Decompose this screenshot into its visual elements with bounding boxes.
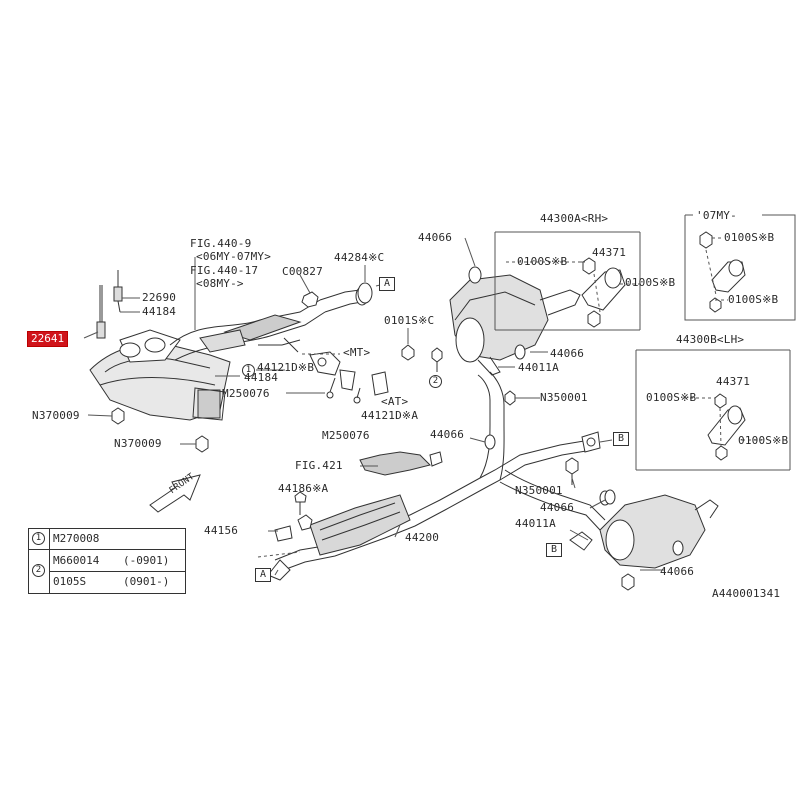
part-22690[interactable]: 22690 (142, 291, 177, 304)
label-fig440-9[interactable]: FIG.440-9 (190, 237, 252, 250)
part-44200[interactable]: 44200 (405, 531, 440, 544)
part-44066-d[interactable]: 44066 (540, 501, 575, 514)
part-44121db[interactable]: 44121D※B (257, 361, 315, 374)
muffler-lh (570, 490, 718, 590)
legend-row-divider (29, 549, 185, 550)
part-n350001-b[interactable]: N350001 (515, 484, 563, 497)
part-44011a-a[interactable]: 44011A (518, 361, 559, 374)
label-fig421[interactable]: FIG.421 (295, 459, 343, 472)
highlighted-part-22641[interactable]: 22641 (27, 331, 69, 347)
part-n350001-a[interactable]: N350001 (540, 391, 588, 404)
part-44371-a[interactable]: 44371 (592, 246, 627, 259)
front-arrow-icon (150, 475, 200, 512)
ref-box-a-bot[interactable]: A (255, 568, 271, 582)
ref-box-b-mid[interactable]: B (613, 432, 629, 446)
oxygen-sensor-lower (97, 285, 105, 338)
part-c00827[interactable]: C00827 (282, 265, 323, 278)
ref-box-a-top[interactable]: A (379, 277, 395, 291)
bracket-44300a (495, 232, 640, 330)
part-44300a[interactable]: 44300A<RH> (540, 212, 609, 225)
legend-row-subdivider (49, 571, 185, 572)
inset-title-07my: '07MY- (696, 209, 737, 222)
front-exhaust-pipe-assembly (90, 287, 368, 420)
part-0100sb-a[interactable]: 0100S※B (517, 255, 568, 268)
part-m250076-b[interactable]: M250076 (322, 429, 370, 442)
legend-table: 1 M270008 2 M660014 (-0901) 0105S (0901-… (28, 528, 186, 594)
part-44066-e[interactable]: 44066 (660, 565, 695, 578)
center-exhaust-pipe (268, 372, 610, 580)
part-n370009-a[interactable]: N370009 (32, 409, 80, 422)
dashed-references (258, 238, 762, 557)
tailpipe-tip-lh (708, 394, 745, 460)
part-44186a[interactable]: 44186※A (278, 482, 329, 495)
legend-row1-part: M270008 (53, 532, 100, 545)
gasket-44284 (358, 283, 372, 303)
bracket-44300b (636, 350, 790, 470)
part-44184-mid[interactable]: 44184 (244, 371, 279, 384)
callout-circle-1: 1 (242, 364, 255, 377)
oxygen-sensor-upper (114, 270, 122, 312)
part-44300b[interactable]: 44300B<LH> (676, 333, 745, 346)
part-0100sb-c[interactable]: 0100S※B (724, 231, 775, 244)
part-m250076-a[interactable]: M250076 (222, 387, 270, 400)
part-44371-b[interactable]: 44371 (716, 375, 751, 388)
legend-row2-range-a: (-0901) (123, 554, 170, 567)
legend-circle-2: 2 (32, 564, 45, 577)
part-44066-a[interactable]: 44066 (418, 231, 453, 244)
part-0100sb-f[interactable]: 0100S※B (738, 434, 789, 447)
part-44284c[interactable]: 44284※C (334, 251, 385, 264)
legend-col-divider (49, 529, 50, 593)
label-at: <AT> (381, 395, 409, 408)
nut-c00827 (302, 292, 318, 307)
nut-n370009-a (112, 408, 124, 424)
part-44066-b[interactable]: 44066 (550, 347, 585, 360)
muffler-rh (432, 267, 580, 405)
label-fig440-17-note: <08MY-> (196, 277, 244, 290)
tailpipe-tip-rh (582, 258, 625, 327)
diagram-id: A440001341 (712, 587, 781, 600)
legend-row2-range-b: (0901-) (123, 575, 170, 588)
part-44184-top[interactable]: 44184 (142, 305, 177, 318)
part-0101sc[interactable]: 0101S※C (384, 314, 435, 327)
hanger-brackets-front (258, 338, 414, 403)
ref-box-b-bot[interactable]: B (546, 543, 562, 557)
legend-circle-1: 1 (32, 532, 45, 545)
part-0100sb-b[interactable]: 0100S※B (625, 276, 676, 289)
label-mt: <MT> (343, 346, 371, 359)
part-44066-c[interactable]: 44066 (430, 428, 465, 441)
part-44011a-b[interactable]: 44011A (515, 517, 556, 530)
label-fig440-17[interactable]: FIG.440-17 (190, 264, 259, 277)
inset-border-07my (685, 215, 795, 320)
legend-row2-part-a: M660014 (53, 554, 100, 567)
part-n370009-b[interactable]: N370009 (114, 437, 162, 450)
label-fig440-9-note: <06MY-07MY> (196, 250, 272, 263)
part-0100sb-e[interactable]: 0100S※B (646, 391, 697, 404)
tailpipe-tip-07my (700, 232, 745, 312)
part-44121da[interactable]: 44121D※A (361, 409, 419, 422)
leader-lines (84, 238, 665, 575)
part-44156[interactable]: 44156 (204, 524, 239, 537)
legend-row2-part-b: 0105S (53, 575, 87, 588)
part-0100sb-d[interactable]: 0100S※B (728, 293, 779, 306)
nut-n370009-b (196, 436, 208, 452)
callout-circle-2: 2 (429, 375, 442, 388)
